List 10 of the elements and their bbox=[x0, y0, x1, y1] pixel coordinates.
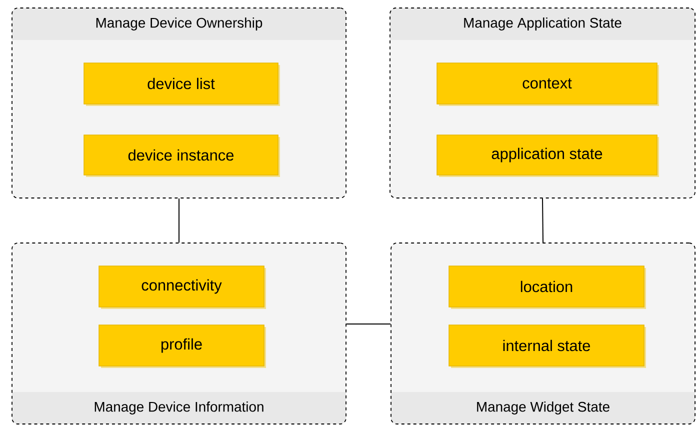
data-box: device list bbox=[84, 62, 280, 106]
data-box: device instance bbox=[84, 134, 280, 177]
connector-line bbox=[178, 198, 180, 244]
connector-line bbox=[542, 198, 544, 244]
data-box: context bbox=[436, 62, 659, 106]
data-box: internal state bbox=[448, 324, 646, 368]
data-box: application state bbox=[436, 134, 659, 177]
data-box: location bbox=[448, 266, 646, 309]
data-box: connectivity bbox=[98, 266, 266, 309]
data-box: profile bbox=[98, 324, 266, 368]
